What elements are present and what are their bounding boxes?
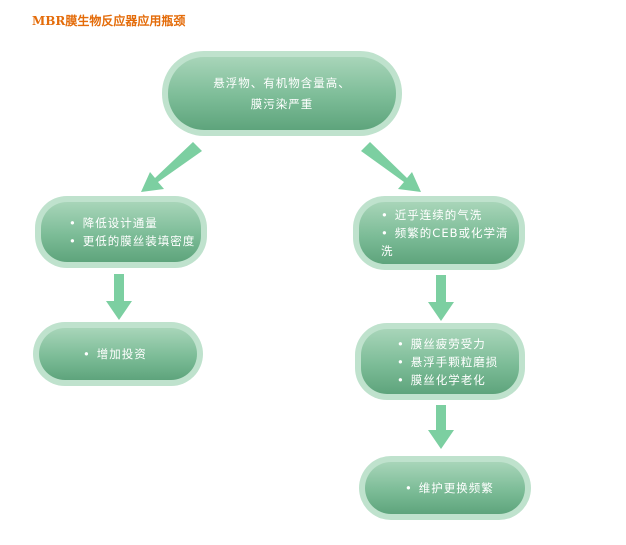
node-top-line: 悬浮物、有机物含量高、 <box>213 75 351 90</box>
node-right3-body: 维护更换频繁 <box>365 462 525 514</box>
list-item: 膜丝疲劳受力 <box>397 335 519 353</box>
arrow-top-to-right1 <box>361 142 421 192</box>
arrow-top-to-left1 <box>141 142 202 192</box>
node-right1: 近乎连续的气洗 频繁的CEB或化学清洗 <box>353 196 525 270</box>
list-item: 频繁的CEB或化学清洗 <box>381 224 519 260</box>
list-item: 增加投资 <box>83 345 197 363</box>
node-top-line: 膜污染严重 <box>250 96 314 111</box>
list-item: 膜丝化学老化 <box>397 371 519 389</box>
node-top: 悬浮物、有机物含量高、 膜污染严重 <box>162 51 402 136</box>
diagram-title: MBR膜生物反应器应用瓶颈 <box>32 14 186 28</box>
node-left2-body: 增加投资 <box>39 328 197 380</box>
node-left1: 降低设计通量 更低的膜丝装填密度 <box>35 196 207 268</box>
list-item: 悬浮手颗粒磨损 <box>397 353 519 371</box>
list-item: 降低设计通量 <box>69 214 201 232</box>
arrow-right2-to-right3 <box>428 405 454 449</box>
node-right2: 膜丝疲劳受力 悬浮手颗粒磨损 膜丝化学老化 <box>355 323 525 400</box>
arrow-right1-to-right2 <box>428 275 454 321</box>
list-item: 更低的膜丝装填密度 <box>69 232 201 250</box>
arrow-left1-to-left2 <box>106 274 132 320</box>
node-left2: 增加投资 <box>33 322 203 386</box>
node-top-body: 悬浮物、有机物含量高、 膜污染严重 <box>168 57 396 130</box>
node-right2-body: 膜丝疲劳受力 悬浮手颗粒磨损 膜丝化学老化 <box>361 329 519 394</box>
list-item: 近乎连续的气洗 <box>381 206 519 224</box>
node-right1-body: 近乎连续的气洗 频繁的CEB或化学清洗 <box>359 202 519 264</box>
node-left1-body: 降低设计通量 更低的膜丝装填密度 <box>41 202 201 262</box>
node-right3: 维护更换频繁 <box>359 456 531 520</box>
list-item: 维护更换频繁 <box>405 479 525 497</box>
